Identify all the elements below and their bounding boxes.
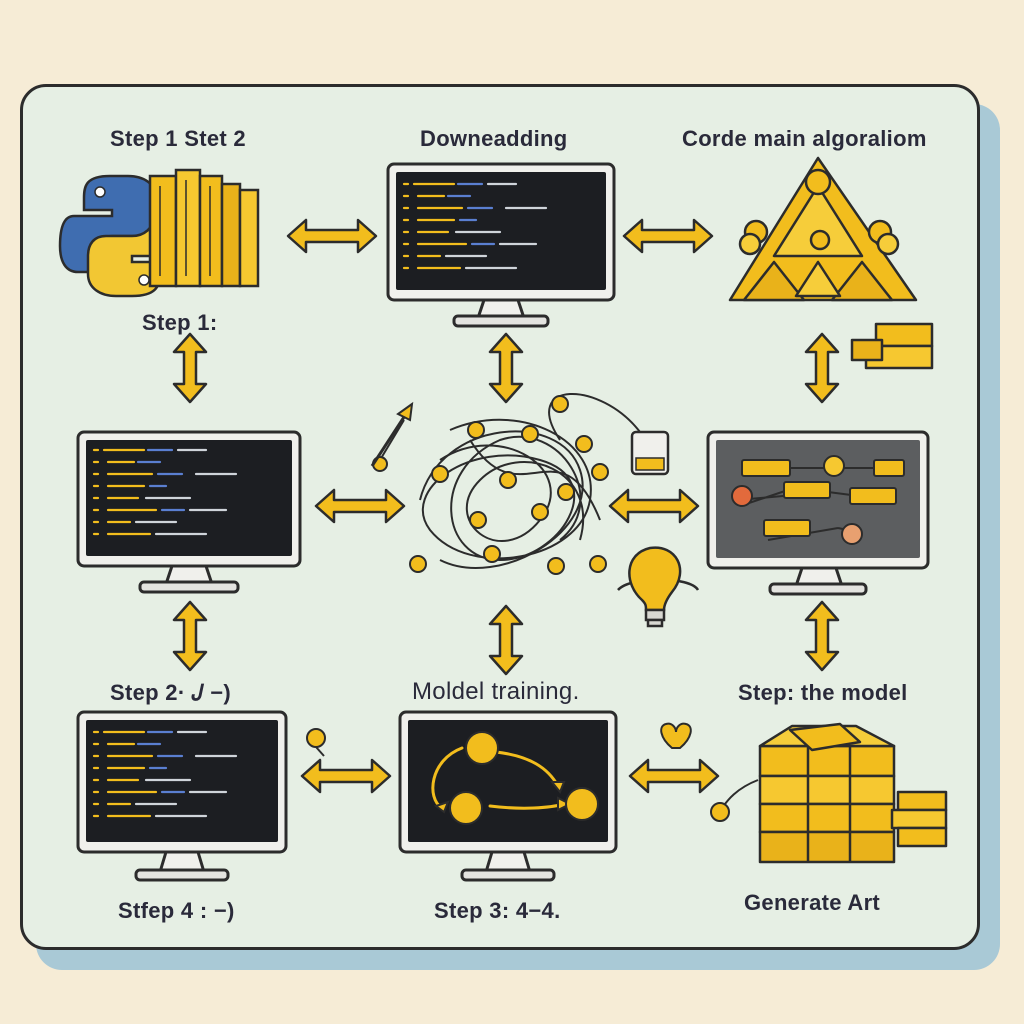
monitor-icon [76,430,302,594]
label-step1-top: Step 1 Stet 2 [110,126,246,151]
heart-icon [660,722,692,749]
label-step1: Step 1: [142,310,218,335]
boxes-icon [710,722,948,864]
tag-icon [306,728,326,757]
label-generate-art: Generate Art [744,890,881,915]
neural-node-cluster [372,395,609,575]
label-model-training: Moldel training. [412,678,580,705]
label-step4: Stfep 4 : −) [118,898,235,923]
monitor-icon [76,710,288,882]
flowchart-icon [398,710,618,882]
neural-knot-icon [379,392,641,569]
label-downloading: Downeadding [420,126,568,151]
label-step2: Step 2· 𝐽 −) [110,680,231,705]
device-icon [630,430,670,476]
books-icon [148,168,260,288]
monitor-icon [706,430,930,596]
label-step3: Step 3: 4−4. [434,898,561,923]
boxes-icon [850,322,934,370]
label-code-algorithm: Corde main algoraliom [682,126,927,151]
monitor-icon [386,162,616,328]
lightbulb-icon [617,546,700,628]
pointer-arrow-icon [370,401,414,467]
label-step-model: Step: the model [738,680,908,705]
triangle-network-icon [728,156,918,302]
